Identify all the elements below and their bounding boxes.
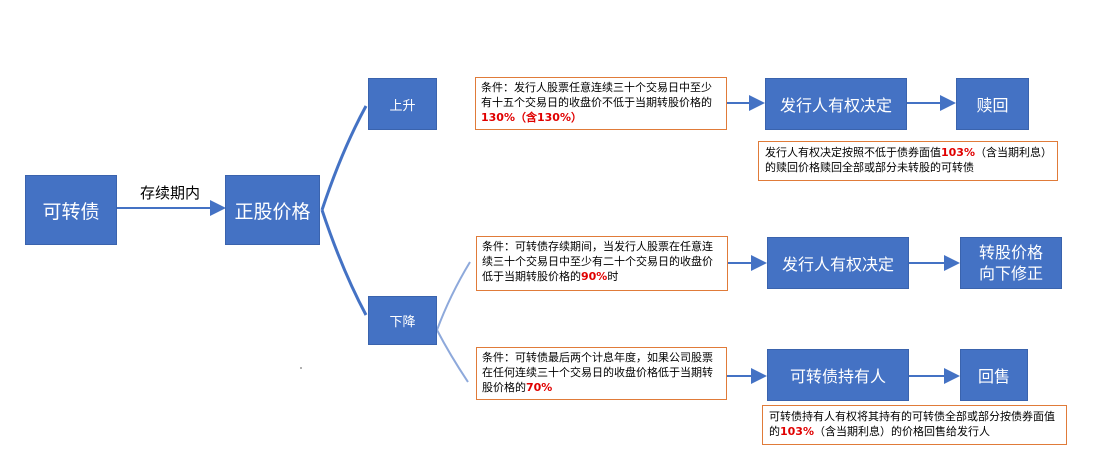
note-highlight: 70% <box>526 381 553 394</box>
note-putback-condition: 条件：可转债最后两个计息年度，如果公司股票在任何连续三十个交易日的收盘价格低于当… <box>476 347 727 400</box>
edge-label-duration: 存续期内 <box>140 184 201 202</box>
node-putback: 回售 <box>960 349 1028 401</box>
note-putback-detail: 可转债持有人有权将其持有的可转债全部或部分按债券面值的103%（含当期利息）的价… <box>762 405 1067 445</box>
note-text: 发行人有权决定按照不低于债券面值 <box>765 146 941 159</box>
note-redeem-detail: 发行人有权决定按照不低于债券面值103%（含当期利息）的赎回价格赎回全部或部分未… <box>758 141 1058 181</box>
note-highlight: 90% <box>581 270 608 283</box>
note-highlight: 103% <box>780 425 814 438</box>
note-text-after: 时 <box>607 270 619 283</box>
node-stock-price: 正股价格 <box>225 175 320 245</box>
node-adjust-down: 转股价格向下修正 <box>960 237 1062 289</box>
node-fall: 下降 <box>368 296 437 345</box>
node-rise: 上升 <box>368 78 437 130</box>
note-highlight: 103% <box>941 146 975 159</box>
note-text: 条件：可转债存续期间，当发行人股票在任意连续三十个交易日中至少有二十个交易日的收… <box>482 240 713 283</box>
node-holder: 可转债持有人 <box>767 349 909 401</box>
note-text: 条件：发行人股票任意连续三十个交易日中至少有十五个交易日的收盘价不低于当期转股价… <box>481 81 712 109</box>
note-adjust-condition: 条件：可转债存续期间，当发行人股票在任意连续三十个交易日中至少有二十个交易日的收… <box>476 236 728 291</box>
note-text-after: （含当期利息）的赎回价格赎回全部或部分未转股的可转债 <box>765 146 1047 174</box>
node-issuer-decides-redeem: 发行人有权决定 <box>765 78 907 130</box>
note-text: 可转债持有人有权将其持有的可转债全部或部分按债券面值的 <box>769 410 1055 438</box>
note-redeem-condition: 条件：发行人股票任意连续三十个交易日中至少有十五个交易日的收盘价不低于当期转股价… <box>475 77 727 130</box>
node-redeem: 赎回 <box>956 78 1029 130</box>
note-text-after: （含当期利息）的价格回售给发行人 <box>813 425 990 438</box>
note-highlight: 130%（含130%） <box>481 111 582 124</box>
node-issuer-decides-adjust: 发行人有权决定 <box>767 237 909 289</box>
stray-dot <box>300 367 302 369</box>
node-convertible-bond: 可转债 <box>25 175 117 245</box>
note-text: 条件：可转债最后两个计息年度，如果公司股票在任何连续三十个交易日的收盘价格低于当… <box>482 351 713 394</box>
